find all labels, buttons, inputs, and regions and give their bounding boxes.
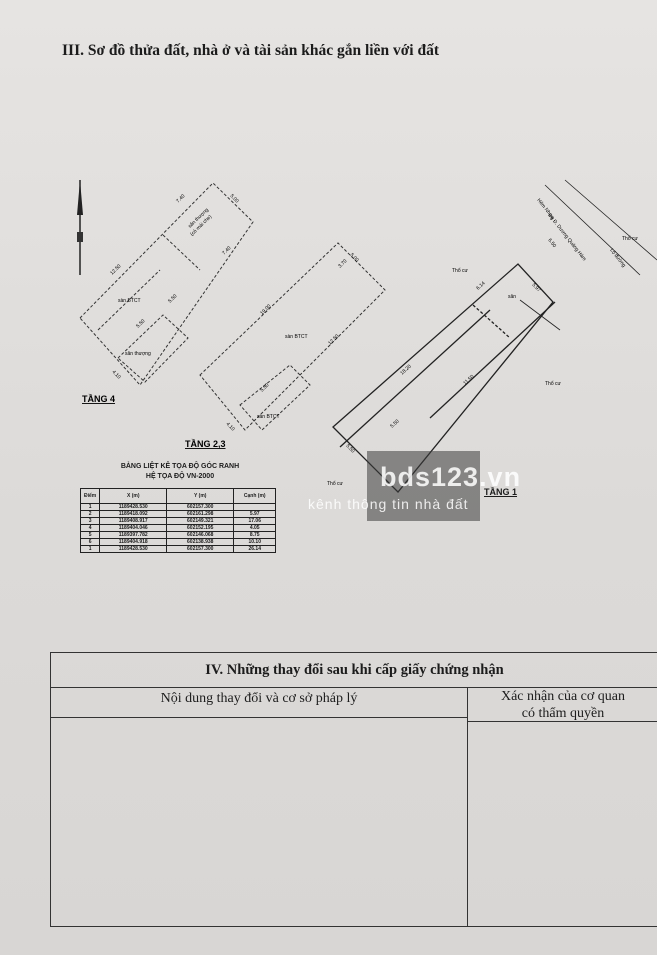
coord-cell: 5 [79, 531, 101, 539]
neighbor-label: Thổ cư [327, 480, 344, 487]
watermark-tagline: kênh thông tin nhà đất [308, 496, 469, 512]
coord-cell: 602157.300 [166, 503, 235, 511]
floor-1-dim: 11.50 [462, 374, 475, 387]
floor-2-3-dim: 5.50 [259, 382, 270, 393]
coord-cell: 1189404.918 [99, 538, 168, 546]
coord-cell: 1189404.046 [99, 524, 168, 532]
coord-cell: 1189397.782 [99, 531, 168, 539]
road-label: Đg Đ. Dương Quảng Hàm [546, 213, 587, 263]
north-arrow-icon [77, 180, 83, 275]
floor-1-area: sân [508, 294, 516, 300]
floor-2-3-area: sàn BTCT [285, 334, 308, 340]
coord-cell: 1189418.092 [99, 510, 168, 518]
coord-cell: 1189428.530 [99, 503, 168, 511]
floor-2-3-area: sàn BTCT [257, 414, 280, 420]
floor-4-dim: 12.50 [109, 263, 122, 276]
floor-4-outline [79, 182, 254, 386]
floor-2-3-outline [199, 242, 386, 431]
coord-cell: 1189408.917 [99, 517, 168, 525]
floor-1-dim: 18.20 [399, 364, 412, 377]
land-plot-diagram: sân thượng (có mái che) sàn BTCT sân thư… [77, 179, 657, 493]
coord-cell: 17.06 [233, 517, 277, 525]
floor-1-outline [332, 179, 657, 493]
floor-4-dim: 5.50 [167, 293, 178, 304]
road-width: 6.50 [546, 238, 557, 250]
coord-cell: 1189428.530 [99, 545, 168, 553]
floor-2-3-label: TẦNG 2,3 [185, 439, 226, 449]
floor-1-dim: 5.50 [345, 443, 356, 454]
col-header: Y (m) [166, 488, 235, 504]
coord-cell [233, 503, 277, 511]
coord-cell: 602138.938 [166, 538, 235, 546]
floor-2-3-dim: 4.10 [225, 421, 236, 432]
floor-2-3-dim: 3.70 [337, 258, 348, 269]
floor-4-label: TẦNG 4 [82, 394, 115, 404]
coord-cell: 1 [79, 545, 101, 553]
watermark-box [367, 451, 480, 521]
floor-4-dim: 7.40 [175, 193, 186, 204]
floor-4-dim: 7.40 [221, 245, 232, 256]
floor-4-dim: 4.10 [111, 369, 122, 380]
coord-cell: 6 [79, 538, 101, 546]
authority-header-line1: Xác nhận của cơ quan [500, 689, 625, 704]
coord-cell: 2 [79, 510, 101, 518]
coord-cell: 5.97 [233, 510, 277, 518]
neighbor-label: Thổ cư [545, 380, 562, 387]
coord-table-subtitle: HỆ TỌA ĐỘ VN-2000 [145, 473, 215, 480]
coord-cell: 602146.068 [166, 531, 235, 539]
coord-table-title: BẢNG LIỆT KÊ TỌA ĐỘ GÓC RANH [120, 463, 240, 470]
coord-cell: 1 [79, 503, 101, 511]
coord-cell: 10.10 [233, 538, 277, 546]
neighbor-label: Thổ cư [622, 235, 639, 242]
floor-2-3-dim: 19.00 [259, 303, 272, 316]
change-content-header: Nội dung thay đổi và cơ sở pháp lý [51, 688, 467, 718]
floor-1-dim: 5.97 [531, 282, 542, 293]
floor-1-label: TẦNG 1 [484, 487, 518, 497]
floor-1-dim: 6.14 [475, 280, 486, 291]
coord-cell: 602161.298 [166, 510, 235, 518]
col-header: X (m) [99, 488, 168, 504]
coord-cell: 3 [79, 517, 101, 525]
floor-4-dim: 5.00 [229, 193, 240, 204]
coord-cell: 602149.321 [166, 517, 235, 525]
coord-cell: 4 [79, 524, 101, 532]
coord-cell: 8.75 [233, 531, 277, 539]
col-header: Điểm [79, 488, 101, 504]
section-4-title: IV. Những thay đổi sau khi cấp giấy chứn… [51, 653, 657, 688]
watermark-brand: bds123.vn [380, 462, 522, 492]
road-label: Lộ đường [608, 248, 626, 269]
coord-cell: 602157.300 [166, 545, 235, 553]
section-4-table: IV. Những thay đổi sau khi cấp giấy chứn… [50, 652, 657, 927]
floor-4-area: sàn BTCT [118, 298, 141, 304]
floor-2-3-dim: 5.00 [349, 252, 360, 263]
floor-2-3-dim: 12.50 [327, 333, 340, 346]
coord-cell: 26.14 [233, 545, 277, 553]
floor-4-dim: 5.50 [135, 318, 146, 329]
floor-4-area: sân thượng [125, 351, 151, 357]
section-3-title: III. Sơ đồ thửa đất, nhà ở và tài sản kh… [62, 42, 440, 59]
coord-cell: 4.05 [233, 524, 277, 532]
neighbor-label: Thổ cư [452, 267, 469, 274]
authority-header-line2: có thẩm quyền [521, 706, 605, 721]
coord-cell: 602152.195 [166, 524, 235, 532]
floor-1-dim: 5.50 [389, 418, 400, 429]
col-header: Cạnh (m) [233, 488, 277, 504]
